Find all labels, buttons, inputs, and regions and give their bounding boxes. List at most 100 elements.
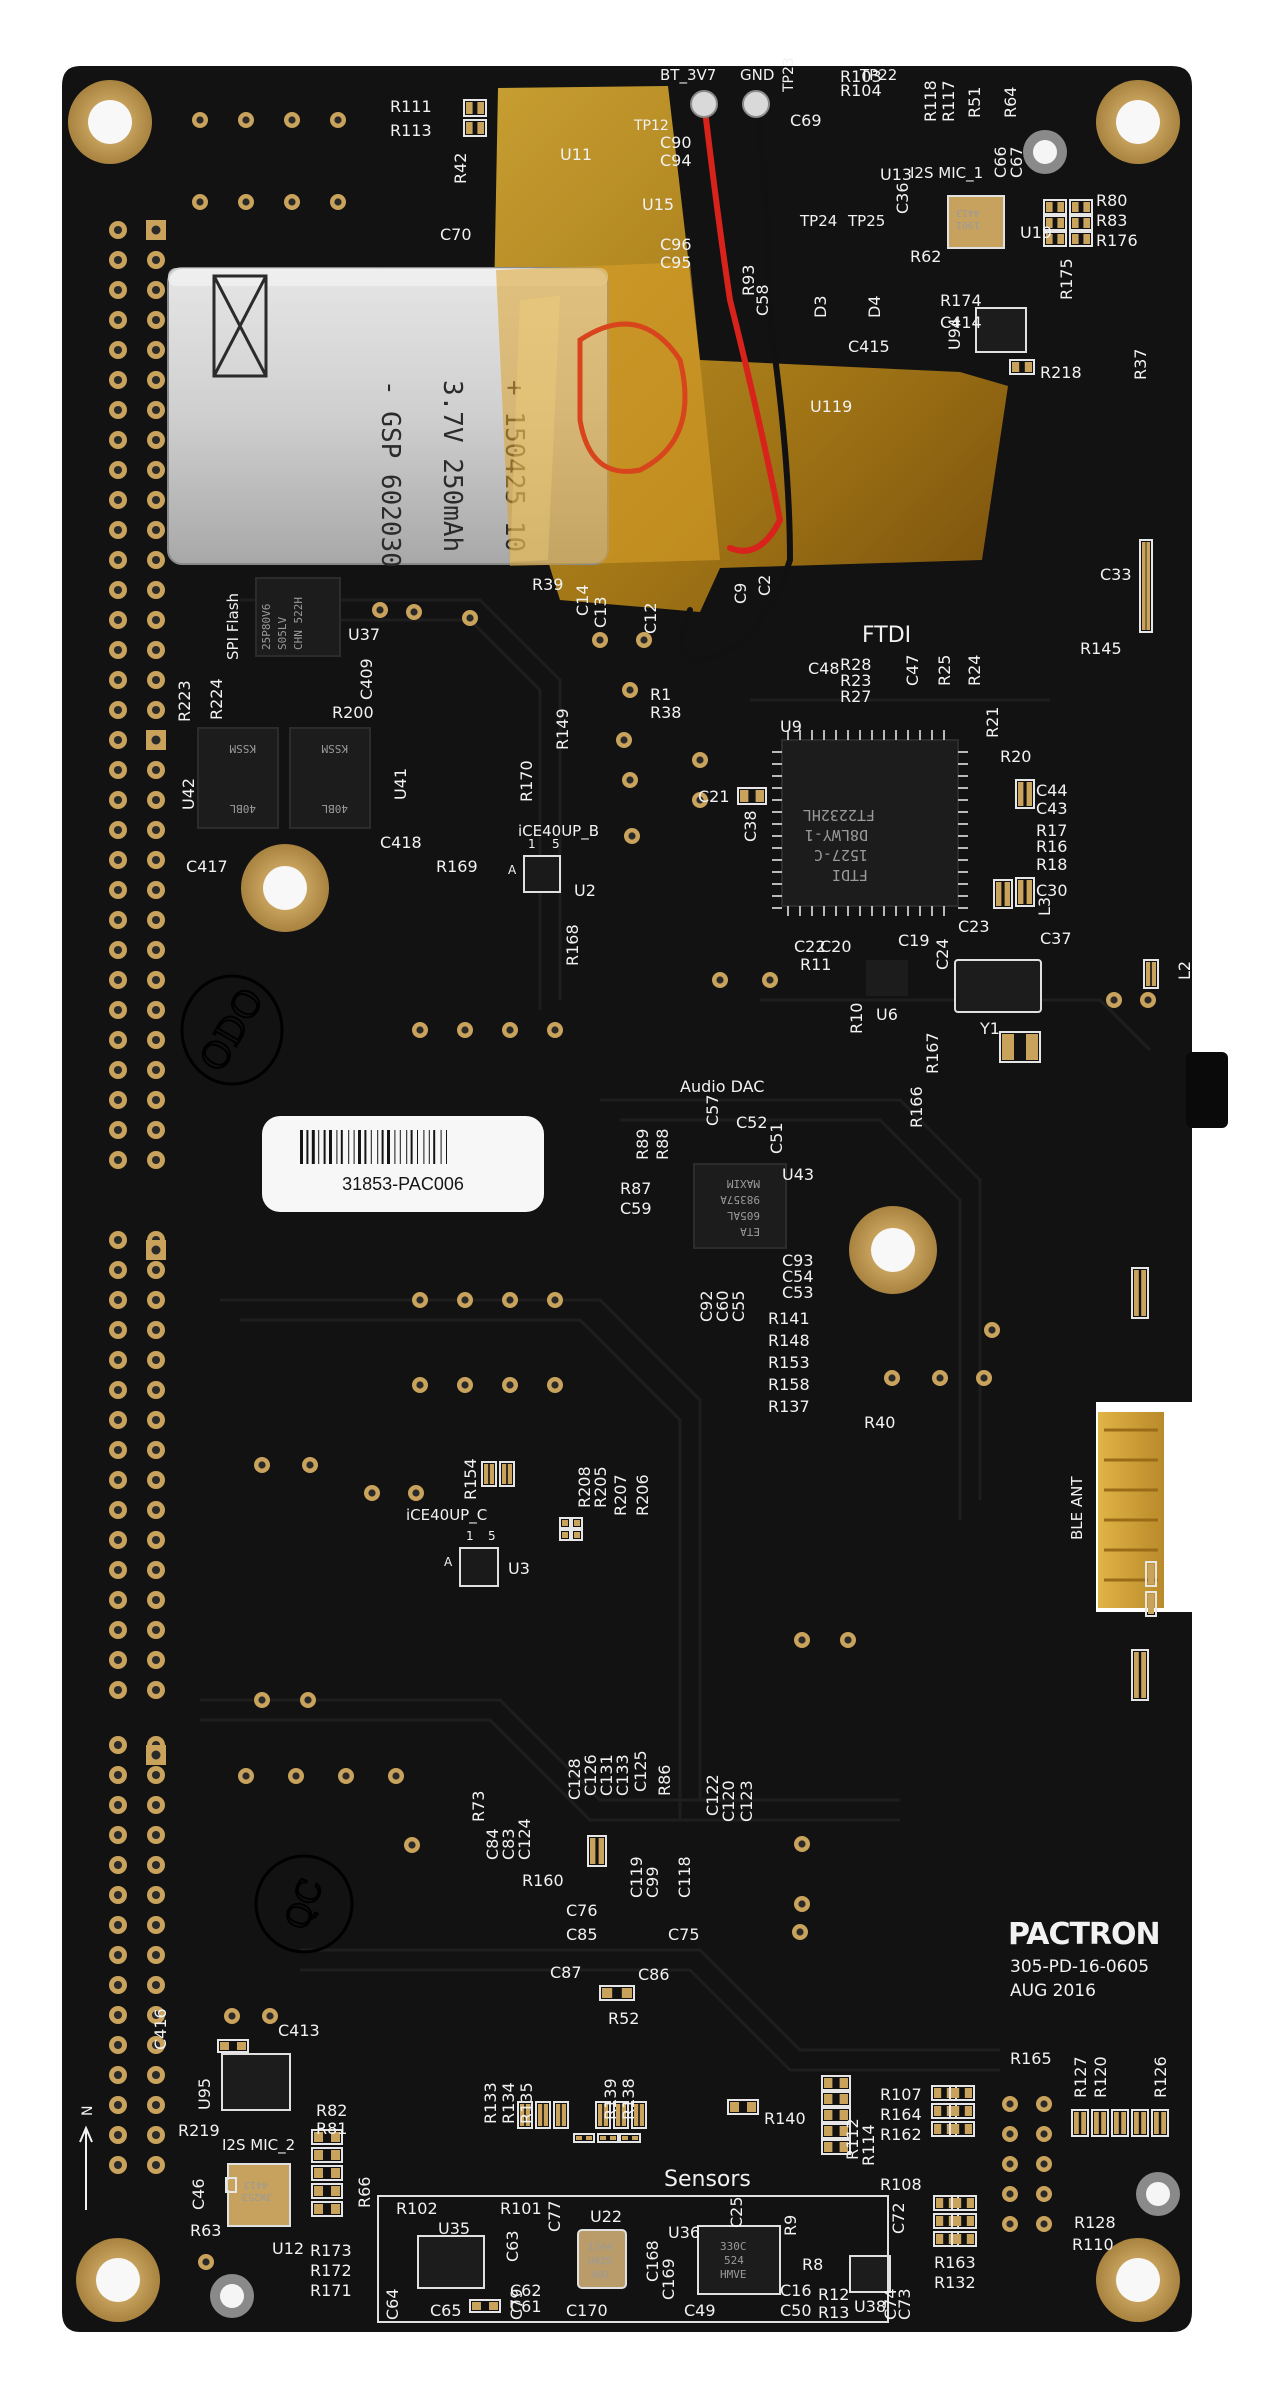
via-pad [109,581,127,599]
screw-hole-bottom-right [1136,2172,1180,2216]
designator-r140: R140 [764,2109,806,2128]
smd-part [311,2183,343,2199]
via-pad [547,1377,563,1393]
designator-c37: C37 [1040,929,1072,948]
designator-r138: R138 [619,2078,638,2120]
designator-c51: C51 [767,1122,786,1154]
designator-r102: R102 [396,2199,438,2218]
smd-part [1131,1267,1149,1319]
via-pad [147,1091,165,1109]
audio-dac-chip [693,1163,787,1249]
designator-r111: R111 [390,97,432,116]
via-pad [109,1976,127,1994]
via-pad [692,792,708,808]
designator-c84: C84 [483,1828,502,1860]
barcode-bar [433,1130,436,1164]
designator-r42: R42 [451,153,470,184]
via-pad [147,611,165,629]
smd-part [821,2075,851,2091]
designator-c170: C170 [566,2301,608,2320]
ftdi-label: FTDI [862,623,911,648]
via-pad [457,1022,473,1038]
designator-r148: R148 [768,1331,810,1350]
designator-r16: R16 [1036,837,1067,856]
designator-c33: C33 [1100,565,1132,584]
via-pad [502,1022,518,1038]
designator-u6: U6 [876,1005,898,1024]
smd-part [573,2133,595,2143]
via-pad [762,972,778,988]
designator-c47: C47 [903,654,922,686]
tp-bt3v7-label: BT_3V7 [660,66,716,85]
via-pad [147,371,165,389]
u36-mark-line: 330C [720,2240,747,2253]
smd-part [571,1517,583,1529]
designator-r158: R158 [768,1375,810,1394]
via-pad [147,2066,165,2084]
via-pad [109,791,127,809]
via-pad [794,1836,810,1852]
designator-c133: C133 [613,1754,632,1796]
via-pad [408,1485,424,1501]
audio-dac-mark-line: MAXIM [727,1177,760,1190]
designator-c48: C48 [808,659,840,678]
designator-r141: R141 [768,1309,810,1328]
via-pad [109,641,127,659]
via-pad [147,251,165,269]
designator-r11: R11 [800,955,831,974]
designator-c30: C30 [1036,881,1068,900]
designator-r172: R172 [310,2261,352,2280]
u38-chip [849,2255,891,2293]
barcode-bar [300,1130,303,1164]
designator-r153: R153 [768,1353,810,1372]
via-pad [616,732,632,748]
via-pad [147,1291,165,1309]
via-pad [109,1151,127,1169]
ftdi-chip-mark-line: FTDI [832,866,868,884]
via-pad [147,1441,165,1459]
via-pad [932,1370,948,1386]
via-pad [147,971,165,989]
barcode-bar [399,1130,401,1164]
via-pad [109,2096,127,2114]
designator-c66: C66 [991,146,1010,178]
barcode-bar [446,1130,447,1164]
via-pad [457,1377,473,1393]
designator-u3: U3 [508,1559,530,1578]
smd-part [949,2121,975,2137]
smd-part [1111,2109,1129,2137]
designator-c53: C53 [782,1283,814,1302]
smd-part [1143,959,1159,989]
ftdi-chip-mark-line: D8LWY-1 [805,826,868,844]
via-pad [1140,992,1156,1008]
via-pad [147,551,165,569]
barcode-bar [329,1130,332,1164]
tp12-label: TP12 [633,118,669,134]
via-pad [147,581,165,599]
via-pad [406,604,422,620]
designator-r8: R8 [802,2255,823,2274]
copper-traces [200,598,1152,2072]
via-pad [840,1632,856,1648]
designator-r171: R171 [310,2281,352,2300]
smd-part [1015,877,1035,907]
via-pad [109,1886,127,1904]
u42-mark-line: KSSM [229,742,256,755]
via-pad [792,1924,808,1940]
via-pad [976,1370,992,1386]
designator-c13: C13 [591,596,610,628]
designator-c94: C94 [660,151,692,170]
via-pad [109,671,127,689]
smd-part [311,2165,343,2181]
designator-r86: R86 [655,1765,674,1796]
via-pad [1002,2096,1018,2112]
flash-mark-line: S05LV [276,617,289,650]
smd-part [737,787,767,805]
mounting-hole-left [241,844,329,932]
designator-y1: Y1 [979,1019,1000,1038]
designator-u43: U43 [782,1165,814,1184]
via-pad [147,1681,165,1699]
smd-part [1069,231,1093,247]
u95-chip [221,2053,291,2111]
smd-part [597,2133,619,2143]
